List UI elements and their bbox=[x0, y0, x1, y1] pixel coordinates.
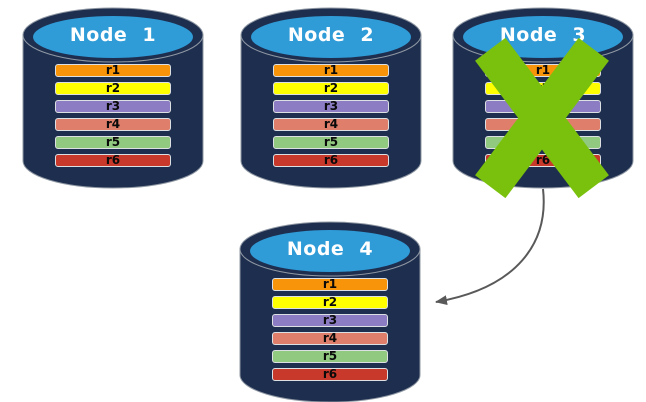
replica-bar-r1: r1 bbox=[273, 64, 389, 77]
arrow-path bbox=[435, 188, 545, 306]
cylinder-top-face bbox=[250, 230, 410, 272]
cylinder-top-face bbox=[251, 16, 411, 58]
replica-bar-r3: r3 bbox=[272, 314, 388, 327]
node-title: Node 3 bbox=[499, 24, 587, 46]
replica-bar-r3: r3 bbox=[55, 100, 171, 113]
node-title: Node 4 bbox=[286, 238, 374, 260]
failure-cross bbox=[452, 7, 634, 199]
node-3: Node 3 r1 r2 r3 r4 r5 r6 bbox=[452, 7, 634, 199]
replica-list: r1 r2 r3 r4 r5 r6 bbox=[55, 64, 171, 172]
replica-bar-r5: r5 bbox=[55, 136, 171, 149]
replica-bar-r3: r3 bbox=[273, 100, 389, 113]
replica-bar-r4: r4 bbox=[273, 118, 389, 131]
cylinder-top-face bbox=[33, 16, 193, 58]
replica-bar-r6: r6 bbox=[272, 368, 388, 381]
node-2: Node 2 r1 r2 r3 r4 r5 r6 bbox=[240, 7, 422, 189]
replica-bar-r6: r6 bbox=[273, 154, 389, 167]
node-4: Node 4 r1 r2 r3 r4 r5 r6 bbox=[239, 221, 421, 402]
replica-bar-r2: r2 bbox=[273, 82, 389, 95]
replica-bar-r5: r5 bbox=[273, 136, 389, 149]
replica-bar-r1: r1 bbox=[55, 64, 171, 77]
replica-list: r1 r2 r3 r4 r5 r6 bbox=[273, 64, 389, 172]
replica-bar-r5: r5 bbox=[272, 350, 388, 363]
node-title: Node 1 bbox=[69, 24, 157, 46]
node-title: Node 2 bbox=[287, 24, 375, 46]
node-1: Node 1 r1 r2 r3 r4 r5 r6 bbox=[22, 7, 204, 189]
replica-bar-r2: r2 bbox=[55, 82, 171, 95]
replica-bar-r2: r2 bbox=[272, 296, 388, 309]
replica-list: r1 r2 r3 r4 r5 r6 bbox=[272, 278, 388, 386]
replica-bar-r6: r6 bbox=[55, 154, 171, 167]
replica-bar-r1: r1 bbox=[272, 278, 388, 291]
replica-bar-r4: r4 bbox=[272, 332, 388, 345]
replica-bar-r4: r4 bbox=[55, 118, 171, 131]
